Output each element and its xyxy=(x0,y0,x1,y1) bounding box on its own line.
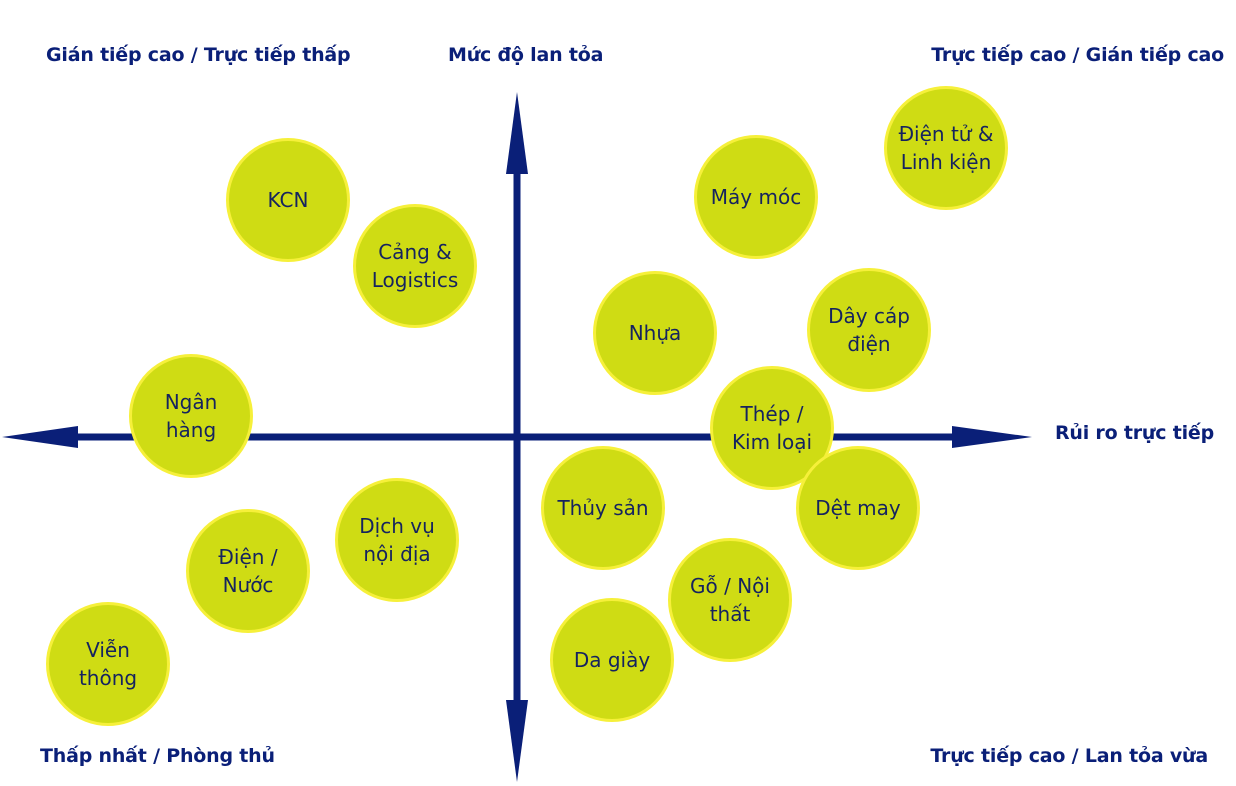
bubble-label: Máy móc xyxy=(710,185,802,209)
x-axis-arrow-right xyxy=(952,426,1032,448)
bubble-go-noi-that: Gỗ / Nội thất xyxy=(668,538,792,662)
y-axis-label: Mức độ lan tỏa xyxy=(448,44,604,66)
bubble-day-cap-dien: Dây cáp điện xyxy=(807,268,931,392)
bubble-label: Gỗ / Nội thất xyxy=(690,574,770,626)
bubble-dien-nuoc: Điện / Nước xyxy=(186,509,310,633)
quadrant-label-bottom-left: Thấp nhất / Phòng thủ xyxy=(40,745,275,767)
x-axis-arrow-left xyxy=(2,426,78,448)
bubble-label: Dây cáp điện xyxy=(828,304,910,356)
bubble-label: Nhựa xyxy=(628,321,682,345)
bubble-da-giay: Da giày xyxy=(550,598,674,722)
bubble-label: Dịch vụ nội địa xyxy=(359,514,435,566)
x-axis-label: Rủi ro trực tiếp xyxy=(1054,422,1214,444)
bubble-label: Thép / Kim loại xyxy=(731,402,813,454)
bubble-ngan-hang: Ngân hàng xyxy=(129,354,253,478)
bubble-may-moc: Máy móc xyxy=(694,135,818,259)
bubble-label: Điện / Nước xyxy=(218,545,278,597)
bubble-label: Ngân hàng xyxy=(164,390,218,442)
bubble-det-may: Dệt may xyxy=(796,446,920,570)
bubble-vien-thong: Viễn thông xyxy=(46,602,170,726)
bubble-label: Da giày xyxy=(573,648,651,672)
y-axis-arrow-up xyxy=(506,92,528,174)
bubble-dien-tu-linh-kien: Điện tử & Linh kiện xyxy=(884,86,1008,210)
bubble-label: Điện tử & Linh kiện xyxy=(898,122,994,174)
bubble-kcn: KCN xyxy=(226,138,350,262)
bubble-label: Dệt may xyxy=(815,496,901,520)
bubble-thuy-san: Thủy sản xyxy=(541,446,665,570)
bubble-dich-vu-noi-dia: Dịch vụ nội địa xyxy=(335,478,459,602)
bubble-label: Thủy sản xyxy=(557,496,649,520)
bubble-label: Cảng & Logistics xyxy=(371,240,459,292)
bubble-label: KCN xyxy=(267,188,309,212)
bubble-label: Viễn thông xyxy=(78,638,138,690)
quadrant-label-top-right: Trực tiếp cao / Gián tiếp cao xyxy=(931,44,1224,66)
quadrant-label-bottom-right: Trực tiếp cao / Lan tỏa vừa xyxy=(930,745,1208,767)
bubble-cang-logistics: Cảng & Logistics xyxy=(353,204,477,328)
bubble-nhua: Nhựa xyxy=(593,271,717,395)
y-axis-arrow-down xyxy=(506,700,528,782)
quadrant-label-top-left: Gián tiếp cao / Trực tiếp thấp xyxy=(46,44,351,66)
